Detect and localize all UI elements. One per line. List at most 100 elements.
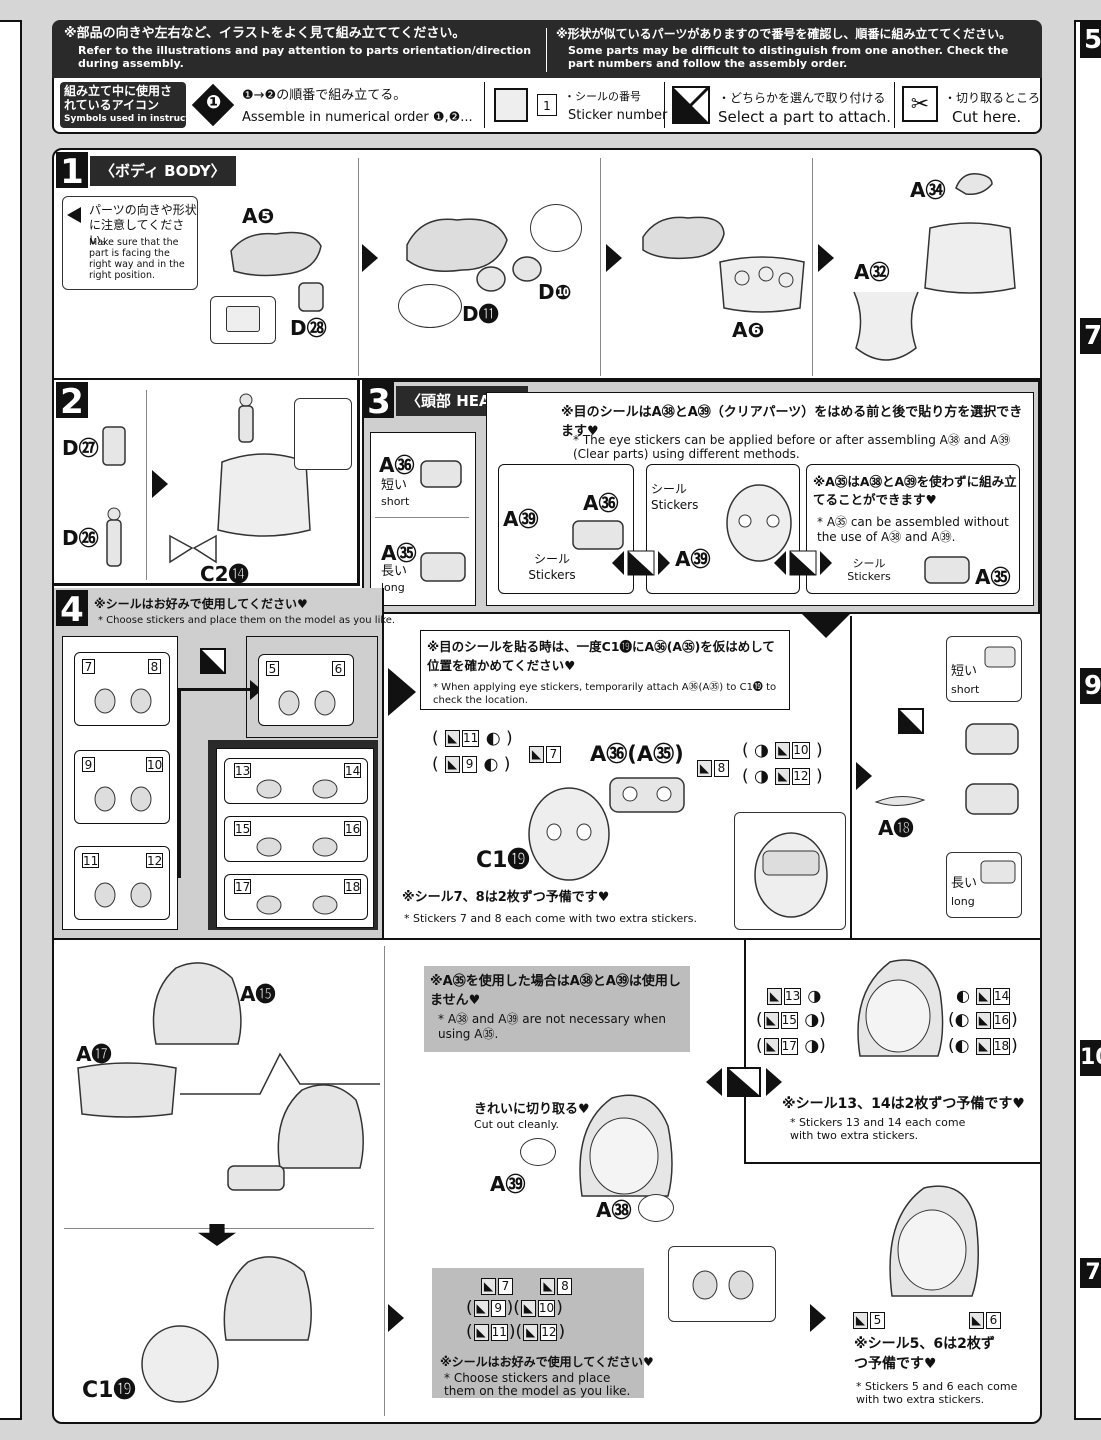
step2-frame — [54, 380, 360, 586]
left-page-edge — [0, 20, 22, 1420]
step4-face-11-12: 11 12 — [74, 846, 170, 920]
step3-opt3-sticker: シール Stickers — [847, 557, 891, 583]
sticker-16-right: 16 — [992, 1011, 1011, 1029]
part-c2-14 — [169, 534, 217, 564]
mid-note: ※目のシールを貼る時は、一度C1⓳にA㊱(A㉟)を仮はめして位置を確かめてくださ… — [420, 630, 790, 710]
step3-opt1-a36: A㊱ — [583, 491, 619, 515]
bottom-part-a38: A㊳ — [596, 1198, 632, 1222]
right-step-9: 9 — [1080, 668, 1101, 704]
step4-outer-right-frame — [246, 636, 378, 738]
cut-detail-a38 — [638, 1194, 674, 1222]
bottom-part-a17: A⓱ — [76, 1042, 112, 1066]
right-step-7: 7 — [1080, 318, 1101, 354]
bottom-left-vline — [384, 946, 385, 1416]
sticker-12-mid: 12 — [792, 768, 810, 785]
step3-opt1-a39: A㊴ — [503, 507, 539, 531]
step2-part-d27: D㉗ — [62, 436, 99, 460]
eyes-17-18 — [256, 895, 338, 915]
bottom-note3-jp: ※シールはお好みで使用してください♥ — [440, 1355, 654, 1369]
mid-head-bracket — [609, 777, 685, 813]
sticker-11-mid: 11 — [462, 730, 480, 747]
face-5-6-eyes — [278, 690, 336, 716]
step1-part-d10: D❿ — [538, 280, 572, 304]
sticker-17: 17 — [234, 879, 252, 894]
body-part-a34 — [955, 173, 993, 196]
step4-connector-v — [178, 688, 181, 878]
mid-note-en: * When applying eye stickers, temporaril… — [433, 682, 777, 706]
bottom-part-a15: A⓯ — [240, 982, 276, 1006]
final-head-face — [889, 1185, 979, 1297]
step4-face-7-8: 7 8 — [74, 652, 170, 726]
side-long-bracket — [980, 860, 1016, 884]
mid-part-face: C1⓳ — [476, 848, 530, 873]
step3-sl-divider — [375, 517, 469, 518]
sticker-icon: ◣ — [540, 1278, 556, 1295]
sticker-icon: ◣ — [445, 756, 461, 773]
step3-short-long-box: A㊱ 短い short A㉟ 長い long — [370, 432, 476, 606]
side-bracket-bottom — [965, 783, 1019, 815]
eye-bracket-bottom — [227, 1165, 285, 1191]
sticker-icon: ◣ — [763, 1037, 779, 1055]
select-sym-divider — [664, 82, 665, 128]
sticker-icon: ◣ — [775, 742, 791, 759]
sticker-11-bottom: 11 — [490, 1323, 508, 1341]
step2-detail-box — [294, 398, 352, 470]
body-part-d28 — [298, 282, 324, 312]
face-c19-bottom — [141, 1325, 219, 1403]
mid-assembled-face — [754, 832, 828, 918]
step3-opt3-a35: A㉟ — [975, 565, 1011, 589]
body-part-d11 — [476, 266, 506, 292]
head-bracket-short — [420, 460, 462, 488]
head-bracket-long — [420, 552, 466, 582]
sticker-14-right: 14 — [993, 988, 1011, 1005]
step3-long-part: A㉟ — [381, 541, 417, 565]
header-left-en: Refer to the illustrations and pay atten… — [78, 44, 532, 70]
step3-number: 3 — [364, 382, 394, 422]
sticker-icon: ◣ — [853, 1312, 868, 1329]
sticker-icon: ◣ — [763, 1011, 779, 1029]
step4-face-5-6: 5 6 — [258, 654, 354, 726]
step1-divider-1 — [358, 158, 359, 376]
sticker-icon: ◣ — [520, 1299, 536, 1317]
header-right-jp: ※形状が似ているパーツがありますので番号を確認し、順番に組み立ててください。 — [556, 27, 1012, 41]
header-divider — [546, 28, 547, 72]
sticker-icon: ◣ — [473, 1323, 489, 1341]
eyes-13-14 — [256, 779, 338, 799]
sticker-10: 10 — [146, 757, 164, 772]
step3-select-icon-1 — [612, 550, 670, 576]
part-d26 — [106, 507, 122, 567]
mid-right-arrow — [856, 762, 872, 790]
sticker-9: 9 — [82, 757, 95, 772]
sticker-15: 15 — [234, 821, 252, 836]
step3-option-3: ※A㉟はA㊳とA㊴を使わずに組み立てることができます♥ * A㉟ can be … — [806, 464, 1020, 594]
step3-opt1-bracket — [572, 520, 624, 550]
mid-face-c19 — [528, 787, 610, 881]
mid-stickers-right: ( ◑ ◣10 ) — [742, 740, 823, 761]
right-stickers-right-2: (◐ ◣16) — [948, 1010, 1018, 1030]
sticker-symbol-icon — [494, 88, 528, 122]
step1-part-a5: A❺ — [242, 204, 275, 228]
sticker-18: 18 — [344, 879, 362, 894]
bottom-face-detail — [668, 1246, 776, 1322]
step4-arrow — [388, 668, 416, 716]
step1-part-a32: A㉜ — [854, 260, 890, 284]
body-torso — [924, 222, 1016, 294]
side-short-box: 短い short — [946, 636, 1022, 702]
step2-neck-part — [238, 393, 254, 443]
bottom-spare3-jp: ※シール5、6は2枚ずつ予備です♥ — [854, 1336, 995, 1372]
sticker-13-right: 13 — [784, 988, 802, 1005]
step1-part-a34: A㉞ — [910, 178, 946, 202]
header-right-en: Some parts may be difficult to distingui… — [568, 44, 1009, 70]
cut-detail-a39 — [520, 1138, 556, 1166]
step1-note-jp: パーツの向きや形状に注意してください。 — [89, 203, 197, 247]
sticker-13: 13 — [234, 763, 252, 778]
side-select-icon — [898, 708, 924, 734]
right-step-7b: 7 — [1080, 1258, 1101, 1288]
sticker-icon: ◣ — [473, 1299, 489, 1317]
side-part-a18-label: A⓲ — [878, 816, 914, 840]
mid-stickers-left-2: ( ◣9 ◐ ) — [432, 754, 511, 775]
face-11-12-eyes — [94, 882, 152, 908]
right-page-edge — [1074, 20, 1101, 1420]
step4-note-jp: ※シールはお好みで使用してください♥ — [94, 597, 308, 611]
bottom-spare2-jp: ※シール13、14は2枚ずつ予備です♥ — [782, 1096, 1025, 1112]
